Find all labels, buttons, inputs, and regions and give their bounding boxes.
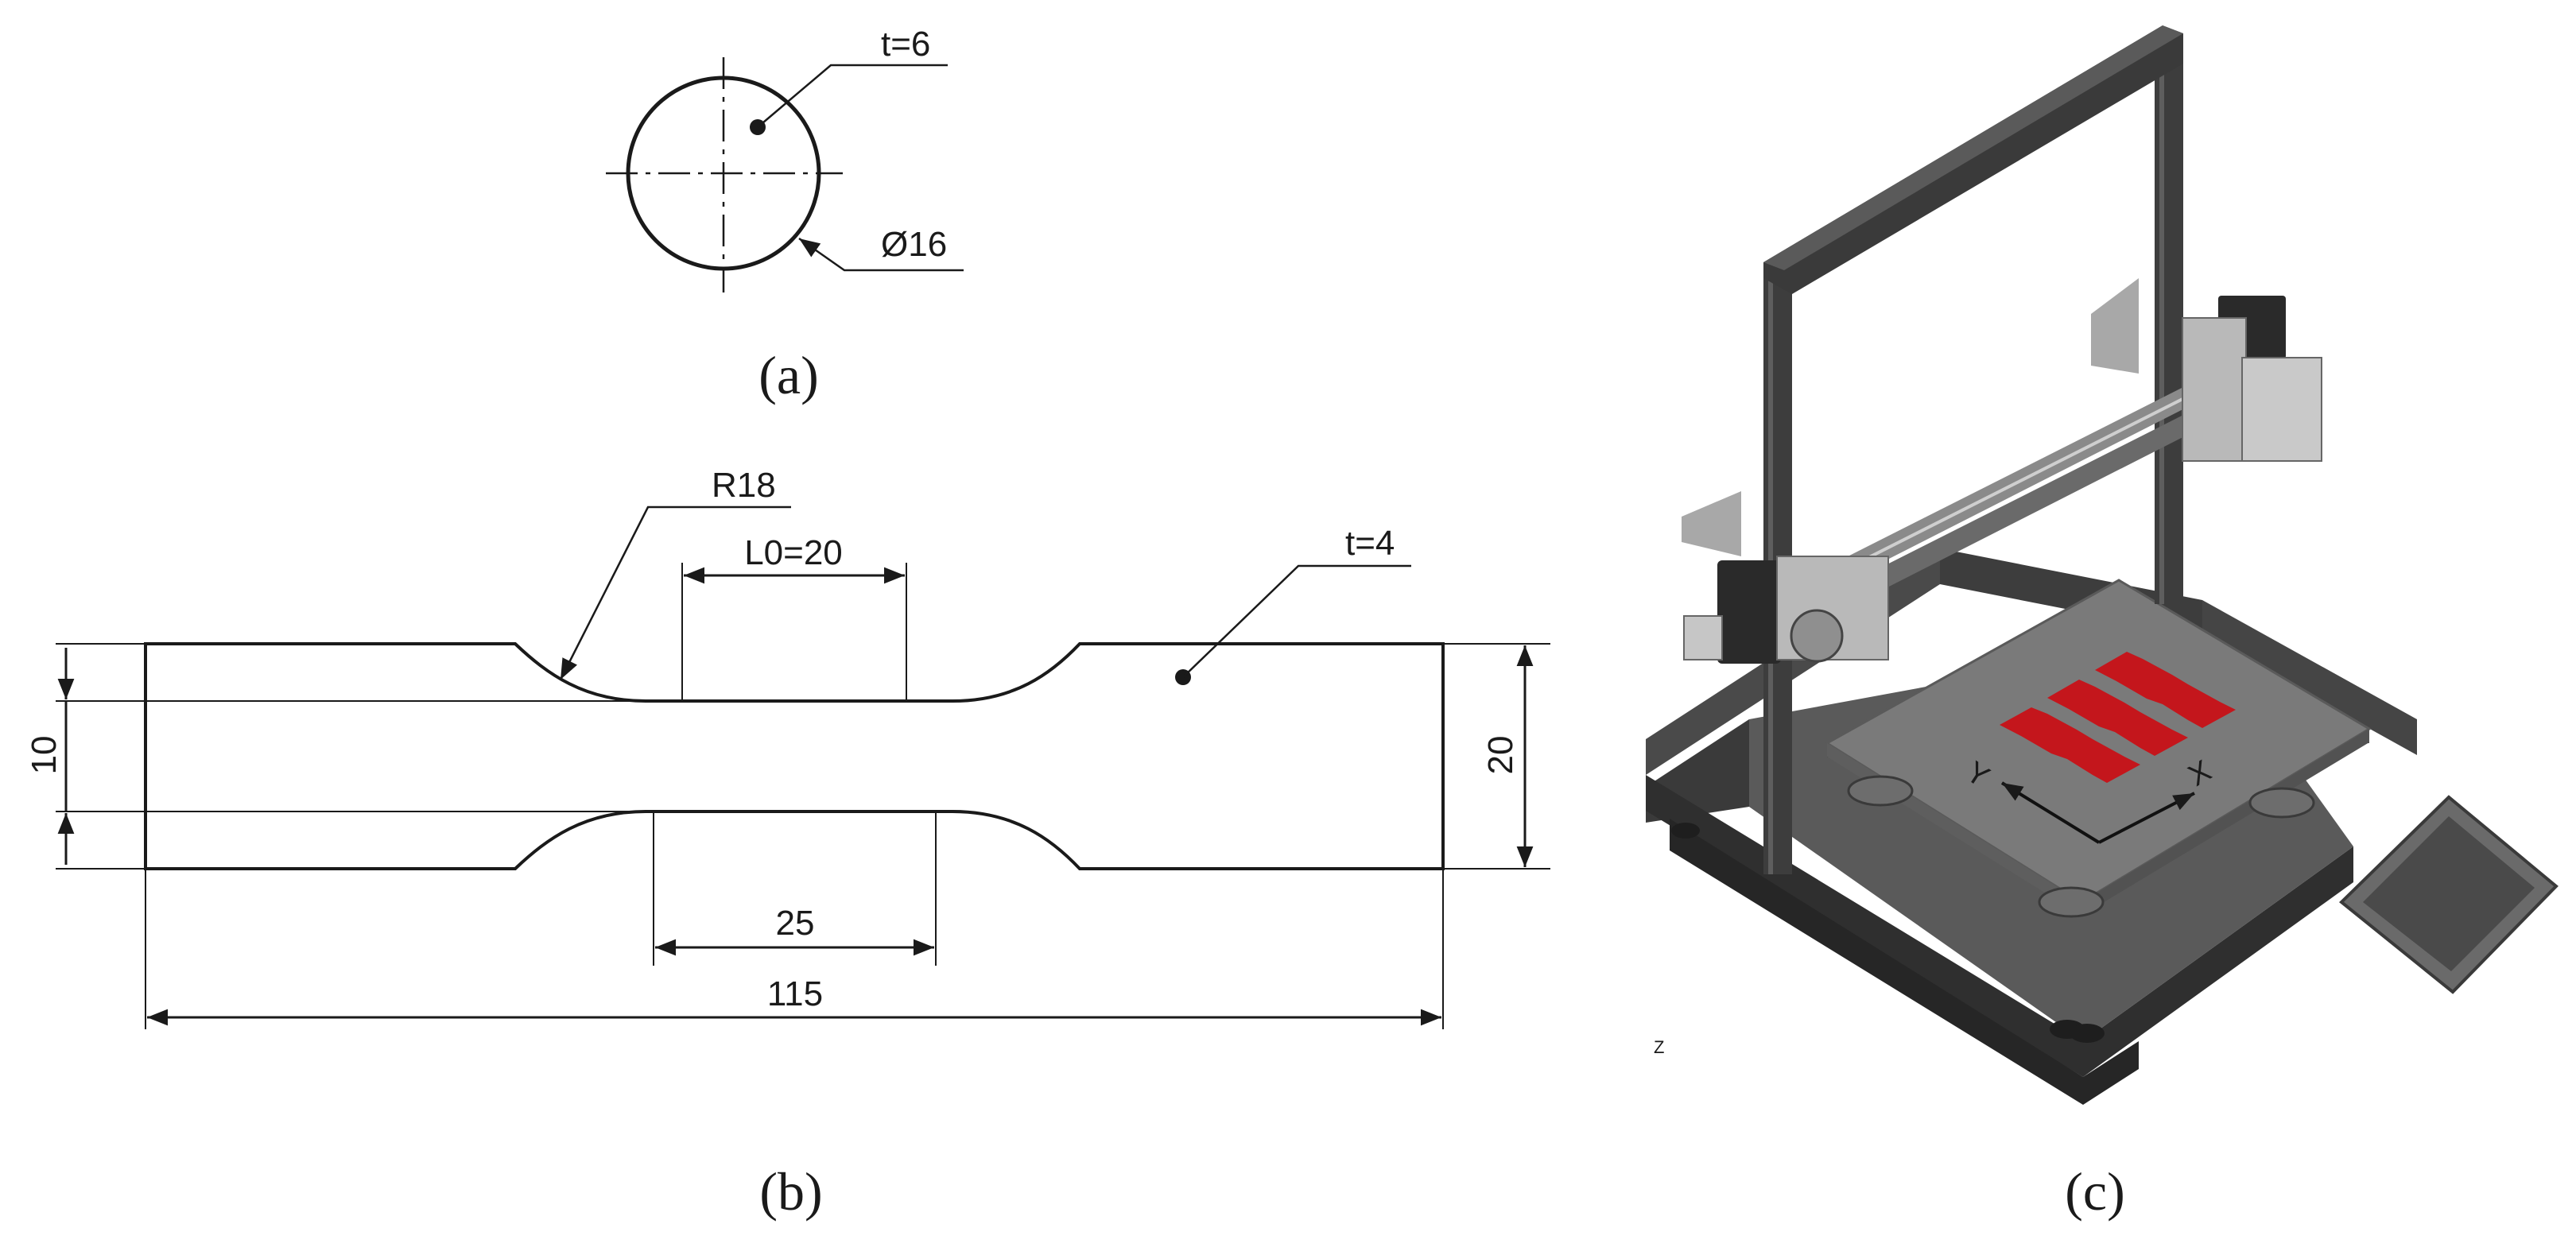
base-frame-front [1646,775,2353,1077]
heated-bed-edge-right [2081,729,2369,916]
thickness-label-b: t=4 [1345,524,1395,563]
dogbone-outline [144,642,1445,870]
radius-leader-line [559,505,791,680]
x-gantry-rail-2 [1785,409,2206,633]
bed-knob-2 [2038,886,2105,918]
printer-illustration: Y X [1646,25,2559,1105]
panel-b: 10 20 L0=20 R18 t=4 25 115 (b) [25,466,1550,1222]
right-side-bracket [2091,278,2139,374]
top-crossbar-highlight [1763,25,2183,270]
axis-y-line [2000,781,2101,844]
lcd-display-screen [2363,816,2535,971]
bed-knob-1 [1847,775,1914,807]
foot-2 [2070,1024,2105,1043]
panel-label-b: (b) [759,1161,822,1222]
thickness-leader-line [757,64,948,128]
panel-label-a: (a) [758,345,818,405]
right-post-highlight [2159,64,2164,604]
printed-specimen-3 [2095,652,2236,728]
radius-label: R18 [712,466,776,505]
panel-a: t=6 Ø16 (a) [606,25,964,405]
left-side-bracket [1682,491,1741,556]
axis-x-line [2098,792,2195,844]
extension-lines [56,563,1550,1029]
thickness-label-a: t=6 [881,25,930,64]
right-block [2241,357,2322,462]
dim-115-label: 115 [767,974,823,1013]
diameter-label: Ø16 [881,225,947,264]
thickness-leader-line-b [1182,564,1411,678]
right-carriage [2182,317,2247,462]
panel-label-c: (c) [2065,1161,2124,1222]
bed-knob-3 [2248,787,2315,819]
foot-3 [1671,823,1700,839]
gauge-length-label: L0=20 [744,533,843,572]
left-filament-bracket [1683,615,1723,660]
bed-axes [2000,781,2195,844]
printed-specimen-1 [2000,707,2140,783]
right-post [2155,64,2183,604]
dim-25-label: 25 [776,904,815,943]
dim-20-label: 20 [1481,736,1520,775]
panel-c: Y X [1646,25,2559,1222]
corner-mark: Z [1654,1037,1664,1057]
base-frame-front-lower [1670,819,2139,1105]
disc-specimen-drawing [606,57,843,292]
dim-10-label: 10 [25,736,64,775]
printed-specimens [2000,652,2236,783]
extruder-housing [1717,560,1781,664]
base-frame-right [2202,600,2417,755]
diameter-leader-line [798,237,964,272]
extruder-fan [1790,609,1844,663]
printed-specimen-2 [2047,680,2188,756]
